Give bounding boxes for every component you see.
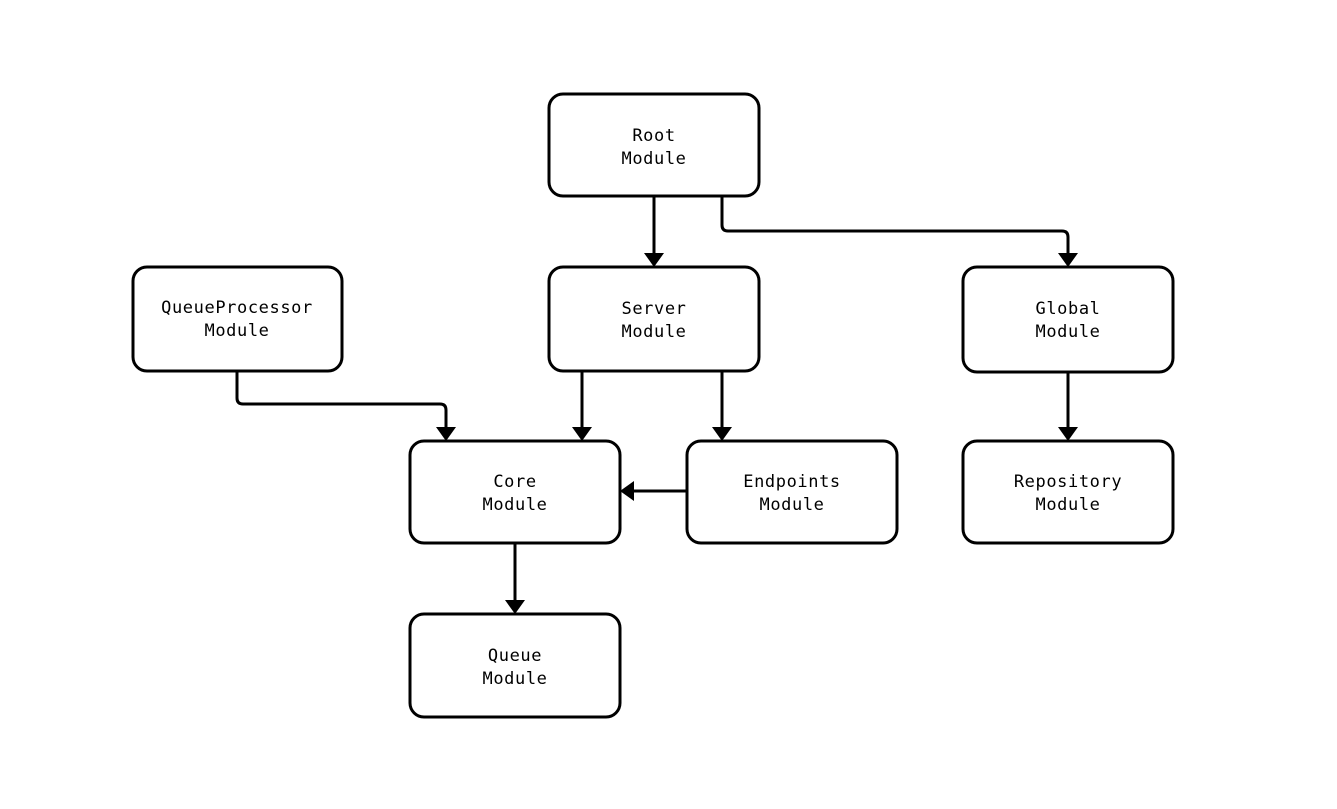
node-box[interactable] — [961, 439, 1175, 545]
edge-server-to-endpoints — [712, 371, 732, 441]
arrow-head-icon — [644, 253, 664, 267]
node-label-line1: Core — [493, 472, 536, 492]
arrow-head-icon — [620, 481, 634, 501]
arrow-head-icon — [1058, 427, 1078, 441]
node-label-line2: Module — [621, 149, 686, 169]
arrow-head-icon — [712, 427, 732, 441]
node-label-line2: Module — [759, 495, 824, 515]
edges-layer — [235, 196, 1078, 614]
node-box[interactable] — [408, 612, 622, 719]
node-label-line1: Repository — [1014, 472, 1122, 492]
edge-root-to-server — [644, 196, 664, 267]
node-queue-module[interactable]: Queue Module — [408, 612, 622, 719]
node-queueprocessor-module[interactable]: QueueProcessor Module — [131, 265, 344, 373]
node-label-line2: Module — [204, 321, 269, 341]
edge-core-to-queue — [505, 543, 525, 614]
node-label-line1: Queue — [488, 646, 542, 666]
edge-line — [720, 196, 1070, 253]
edge-line — [235, 371, 448, 427]
node-endpoints-module[interactable]: Endpoints Module — [685, 439, 899, 545]
node-label-line1: Root — [632, 126, 675, 146]
node-box[interactable] — [961, 265, 1175, 374]
edge-queueprocessor-to-core — [235, 371, 456, 441]
node-box[interactable] — [685, 439, 899, 545]
node-server-module[interactable]: Server Module — [547, 265, 761, 373]
node-core-module[interactable]: Core Module — [408, 439, 622, 545]
arrow-head-icon — [572, 427, 592, 441]
arrow-head-icon — [1058, 253, 1078, 267]
node-repository-module[interactable]: Repository Module — [961, 439, 1175, 545]
node-label-line2: Module — [1035, 322, 1100, 342]
arrow-head-icon — [505, 600, 525, 614]
node-box[interactable] — [131, 265, 344, 373]
node-box[interactable] — [408, 439, 622, 545]
node-label-line1: Global — [1035, 299, 1100, 319]
node-label-line2: Module — [621, 322, 686, 342]
node-label-line2: Module — [1035, 495, 1100, 515]
edge-endpoints-to-core — [620, 481, 687, 501]
edge-root-to-global — [720, 196, 1078, 267]
node-global-module[interactable]: Global Module — [961, 265, 1175, 374]
edge-global-to-repository — [1058, 372, 1078, 441]
node-label-line1: Server — [621, 299, 686, 319]
node-label-line2: Module — [482, 669, 547, 689]
edge-server-to-core — [572, 371, 592, 441]
node-label-line2: Module — [482, 495, 547, 515]
node-box[interactable] — [547, 92, 761, 198]
node-label-line1: QueueProcessor — [161, 298, 313, 318]
node-box[interactable] — [547, 265, 761, 373]
nodes-layer: Root Module QueueProcessor Module Server… — [131, 92, 1175, 719]
node-label-line1: Endpoints — [743, 472, 841, 492]
arrow-head-icon — [436, 427, 456, 441]
node-root-module[interactable]: Root Module — [547, 92, 761, 198]
